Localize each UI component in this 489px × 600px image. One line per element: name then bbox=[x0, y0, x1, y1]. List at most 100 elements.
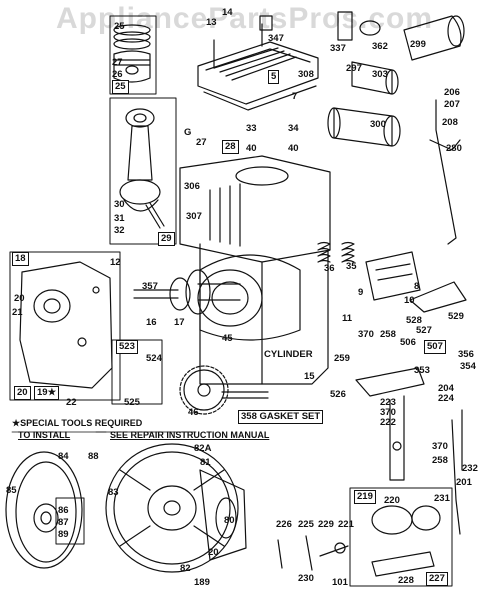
callout-12: 12 bbox=[110, 257, 121, 268]
callout-10: 10 bbox=[404, 295, 415, 306]
callout-300: 300 bbox=[370, 119, 386, 130]
callout-28: 28 bbox=[222, 140, 239, 154]
callout-33: 33 bbox=[246, 123, 257, 134]
callout-356: 356 bbox=[458, 349, 474, 360]
callout-17: 17 bbox=[174, 317, 185, 328]
callout-80: 80 bbox=[224, 515, 235, 526]
callout-86: 86 bbox=[58, 505, 69, 516]
callout-32: 32 bbox=[114, 225, 125, 236]
callout-227: 227 bbox=[426, 572, 448, 586]
callout-29: 29 bbox=[158, 232, 175, 246]
callout-88: 88 bbox=[88, 451, 99, 462]
callout-303: 303 bbox=[372, 69, 388, 80]
callout-507: 507 bbox=[424, 340, 446, 354]
callout-27: 27 bbox=[112, 57, 123, 68]
callout-G: G bbox=[184, 127, 192, 138]
callout-228: 228 bbox=[398, 575, 414, 586]
callout-307: 307 bbox=[186, 211, 202, 222]
callout-370-a: 370 bbox=[358, 329, 374, 340]
callout-19-star: 19★ bbox=[34, 386, 60, 400]
callout-207: 207 bbox=[444, 99, 460, 110]
callout-40-b: 40 bbox=[288, 143, 299, 154]
callout-206: 206 bbox=[444, 87, 460, 98]
callout-370-c: 370 bbox=[432, 441, 448, 452]
callout-13: 13 bbox=[206, 17, 217, 28]
callout-5: 5 bbox=[268, 70, 280, 84]
callout-222: 222 bbox=[380, 417, 396, 428]
callout-229: 229 bbox=[318, 519, 334, 530]
callout-189: 189 bbox=[194, 577, 210, 588]
flywheel bbox=[105, 443, 239, 573]
callout-362: 362 bbox=[372, 41, 388, 52]
callout-523: 523 bbox=[116, 340, 138, 354]
callout-353: 353 bbox=[414, 365, 430, 376]
callout-219: 219 bbox=[354, 490, 376, 504]
callout-46: 46 bbox=[188, 407, 199, 418]
callout-34: 34 bbox=[288, 123, 299, 134]
callout-357: 357 bbox=[142, 281, 158, 292]
callout-226: 226 bbox=[276, 519, 292, 530]
callout-370-b: 370 bbox=[380, 407, 396, 418]
callout-525: 525 bbox=[124, 397, 140, 408]
callout-225: 225 bbox=[298, 519, 314, 530]
callout-223: 223 bbox=[380, 397, 396, 408]
callout-25-top: 25 bbox=[114, 21, 125, 32]
callout-40-a: 40 bbox=[246, 143, 257, 154]
callout-9: 9 bbox=[358, 287, 364, 298]
callout-506: 506 bbox=[400, 337, 416, 348]
callout-232: 232 bbox=[462, 463, 478, 474]
crankshaft bbox=[133, 269, 241, 315]
callout-220: 220 bbox=[384, 495, 400, 506]
callout-208: 208 bbox=[442, 117, 458, 128]
special-tools-line-2: TO INSTALL bbox=[18, 430, 71, 440]
callout-85: 85 bbox=[6, 485, 17, 496]
callout-231: 231 bbox=[434, 493, 450, 504]
callout-82: 82 bbox=[180, 563, 191, 574]
callout-347: 347 bbox=[268, 33, 284, 44]
callout-14: 14 bbox=[222, 7, 233, 18]
governor-bracket bbox=[355, 367, 425, 481]
callout-18: 18 bbox=[12, 252, 29, 266]
callout-82A: 82A bbox=[194, 443, 212, 454]
callout-306: 306 bbox=[184, 181, 200, 192]
callout-45: 45 bbox=[222, 333, 233, 344]
callout-83: 83 bbox=[108, 487, 119, 498]
callout-89: 89 bbox=[58, 529, 69, 540]
callout-84: 84 bbox=[58, 451, 69, 462]
armature bbox=[199, 469, 247, 561]
callout-259: 259 bbox=[334, 353, 350, 364]
callout-354: 354 bbox=[460, 361, 476, 372]
callout-16: 16 bbox=[146, 317, 157, 328]
callout-26: 26 bbox=[112, 69, 123, 80]
callout-201: 201 bbox=[456, 477, 472, 488]
fuel-pump-parts bbox=[327, 61, 401, 147]
callout-15: 15 bbox=[304, 371, 315, 382]
valve-springs bbox=[317, 241, 355, 263]
special-tools-line-3: SEE REPAIR INSTRUCTION MANUAL bbox=[110, 430, 270, 440]
callout-7: 7 bbox=[292, 91, 298, 102]
callout-221: 221 bbox=[338, 519, 354, 530]
callout-20-bottom: 20 bbox=[208, 547, 219, 558]
breather-assembly bbox=[365, 251, 467, 313]
carburetor-linkage-group bbox=[349, 487, 453, 587]
connecting-rod-assembly bbox=[109, 97, 177, 245]
watermark: AppliancePartsPros.com bbox=[55, 2, 434, 35]
callout-224: 224 bbox=[438, 393, 454, 404]
callout-27-b: 27 bbox=[196, 137, 207, 148]
callout-528: 528 bbox=[406, 315, 422, 326]
callout-230: 230 bbox=[298, 573, 314, 584]
blower-housing bbox=[5, 451, 85, 569]
callout-21: 21 bbox=[12, 307, 23, 318]
callout-297: 297 bbox=[346, 63, 362, 74]
callout-101: 101 bbox=[332, 577, 348, 588]
callout-526: 526 bbox=[330, 389, 346, 400]
gasket-set-label: 358 GASKET SET bbox=[238, 410, 324, 424]
callout-31: 31 bbox=[114, 213, 125, 224]
callout-527: 527 bbox=[416, 325, 432, 336]
callout-299: 299 bbox=[410, 39, 426, 50]
callout-8: 8 bbox=[414, 281, 420, 292]
cylinder-head bbox=[197, 15, 319, 111]
callout-35: 35 bbox=[346, 261, 357, 272]
callout-25-box: 25 bbox=[112, 80, 129, 94]
